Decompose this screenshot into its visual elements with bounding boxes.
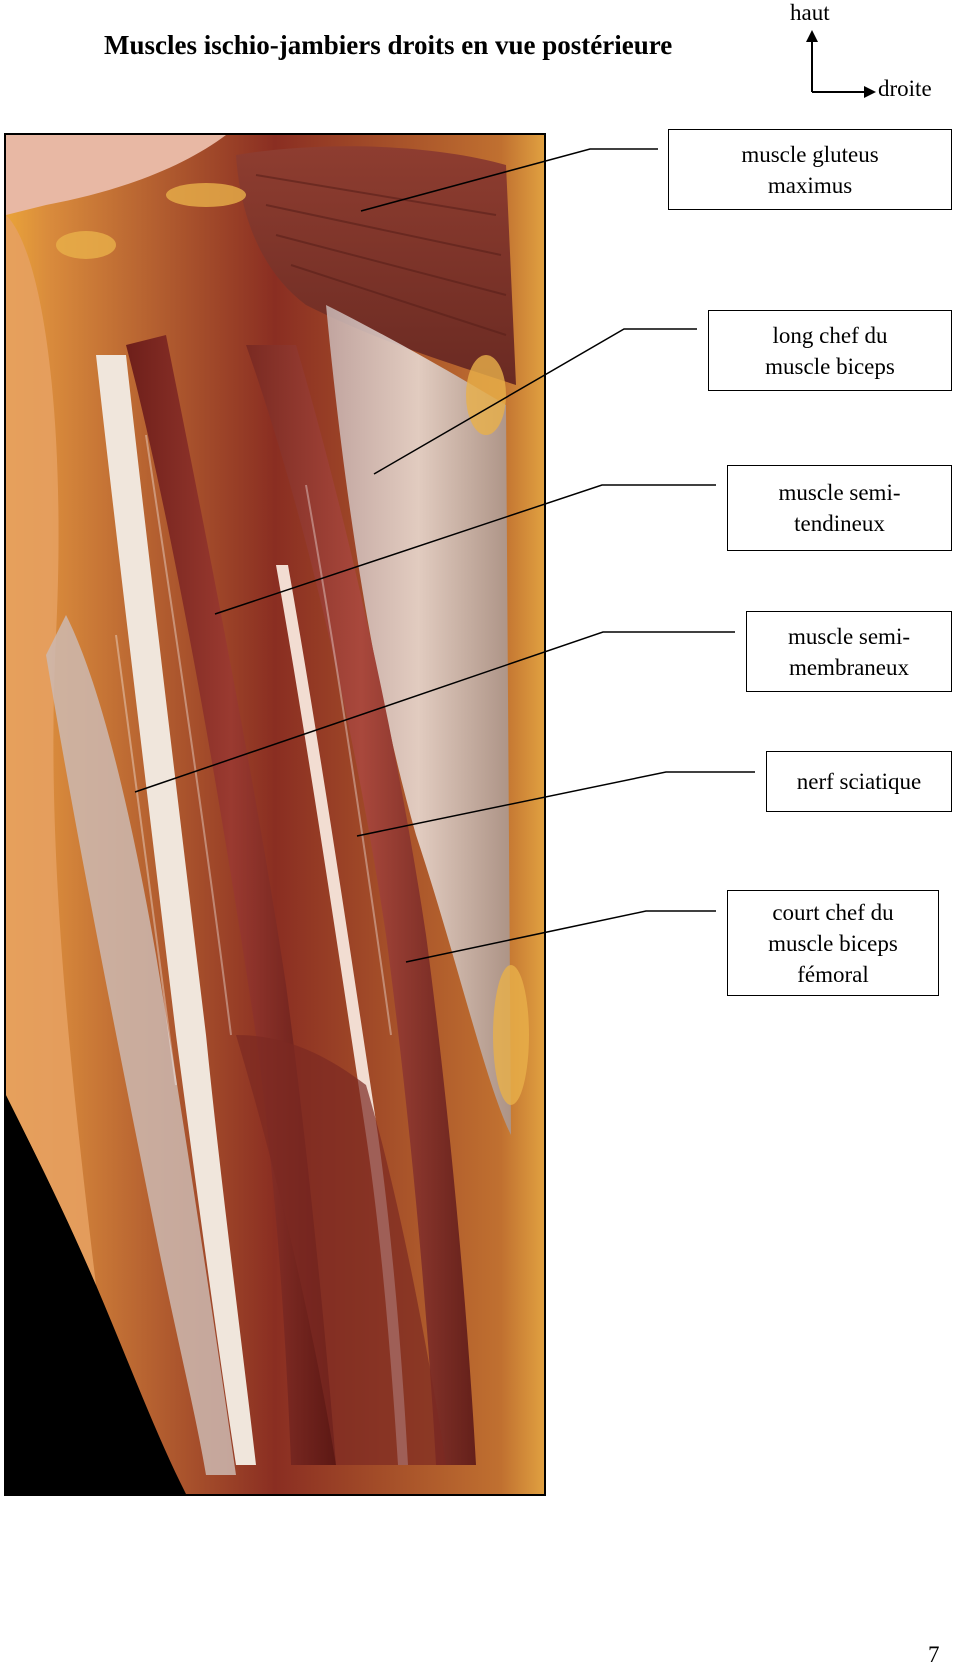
dissection-photo (4, 133, 546, 1496)
label-semimembranosus: muscle semi- membraneux (746, 611, 952, 692)
label-gluteus-maximus: muscle gluteus maximus (668, 129, 952, 210)
label-sciatic-nerve: nerf sciatique (766, 751, 952, 812)
hamstring-muscles-image (6, 135, 544, 1494)
label-semitendinosus: muscle semi- tendineux (727, 465, 952, 551)
page-number: 7 (928, 1642, 940, 1667)
label-long-head-biceps: long chef du muscle biceps (708, 310, 952, 391)
orientation-right-label: droite (878, 76, 932, 101)
orientation-arrows-icon (806, 30, 876, 98)
orientation-up-label: haut (790, 0, 830, 25)
label-short-head-biceps: court chef du muscle biceps fémoral (727, 890, 939, 996)
page-title: Muscles ischio-jambiers droits en vue po… (104, 30, 673, 60)
